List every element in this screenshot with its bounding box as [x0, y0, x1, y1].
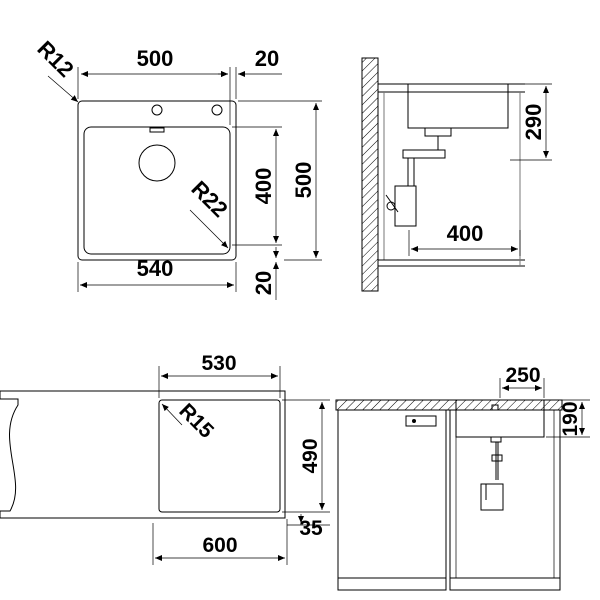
dishwasher-cabinet [337, 409, 447, 591]
countertop-outline [0, 390, 286, 519]
tap-hole-icon [151, 104, 163, 116]
bowl-section [407, 84, 509, 129]
dim-530-label: 530 [201, 352, 236, 375]
siphon-icon [394, 185, 417, 227]
dim-400-label: 400 [251, 168, 276, 205]
dim-500-vertical-label: 500 [291, 162, 316, 199]
overflow-slot [149, 127, 165, 133]
bottom-plan-view: 530 R15 490 35 600 [0, 352, 330, 565]
drain-icon [138, 144, 176, 182]
dim-r22-label: R22 [186, 176, 232, 222]
dim-500-label: 500 [137, 46, 174, 71]
dim-540-label: 540 [137, 256, 174, 281]
dim-400-horizontal-label: 400 [447, 221, 484, 246]
tap-hole-icon [211, 104, 223, 116]
dim-r15-label: R15 [174, 399, 218, 443]
countertop-slab [335, 399, 563, 411]
dim-190-label: 190 [559, 401, 582, 436]
bowl-outline [83, 126, 231, 255]
top-section-view: 290 400 [361, 57, 552, 292]
cutout-outline [158, 399, 281, 513]
sink-outline [77, 100, 237, 261]
dim-35-label: 35 [299, 517, 323, 540]
dim-20-top-label: 20 [255, 46, 279, 71]
wall-hatch [361, 57, 379, 292]
dim-490-label: 490 [299, 438, 322, 473]
siphon-small-icon [480, 483, 504, 511]
dim-20-bottom-label: 20 [251, 271, 276, 295]
dim-600-label: 600 [202, 534, 237, 557]
dim-r12-label: R12 [32, 36, 78, 82]
dim-290-label: 290 [521, 104, 546, 141]
bottom-section-view: 250 190 [335, 364, 590, 591]
top-plan-view: 500 20 R12 R22 400 500 540 20 [32, 36, 322, 300]
dim-250-label: 250 [505, 364, 540, 387]
